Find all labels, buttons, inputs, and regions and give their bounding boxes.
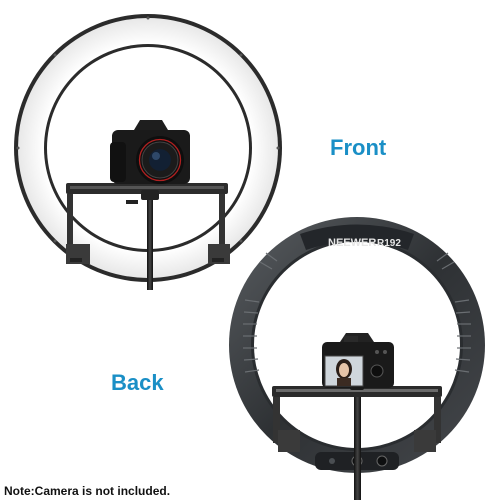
- back-ring-vents: [243, 252, 471, 373]
- back-label: Back: [111, 370, 164, 395]
- front-ring-screws: [16, 16, 280, 243]
- model-text: R192: [377, 238, 401, 249]
- back-left-mount: [278, 430, 300, 452]
- camera-front-prism: [134, 120, 168, 130]
- note-text: Note:Camera is not included.: [4, 484, 171, 498]
- camera-front: [110, 120, 190, 184]
- camera-back: [322, 333, 394, 388]
- power-button-icon: [329, 458, 335, 464]
- back-pole: [354, 380, 361, 500]
- back-right-mount: [414, 430, 436, 452]
- camera-back-dial-icon: [370, 364, 384, 378]
- brand-logo-text: NEEWER: [328, 237, 376, 249]
- front-label: Front: [330, 135, 387, 160]
- front-pole: [147, 192, 153, 290]
- dial-knob-icon-2: [376, 455, 388, 467]
- camera-front-grip: [110, 142, 126, 182]
- back-brand-plate: [300, 224, 414, 250]
